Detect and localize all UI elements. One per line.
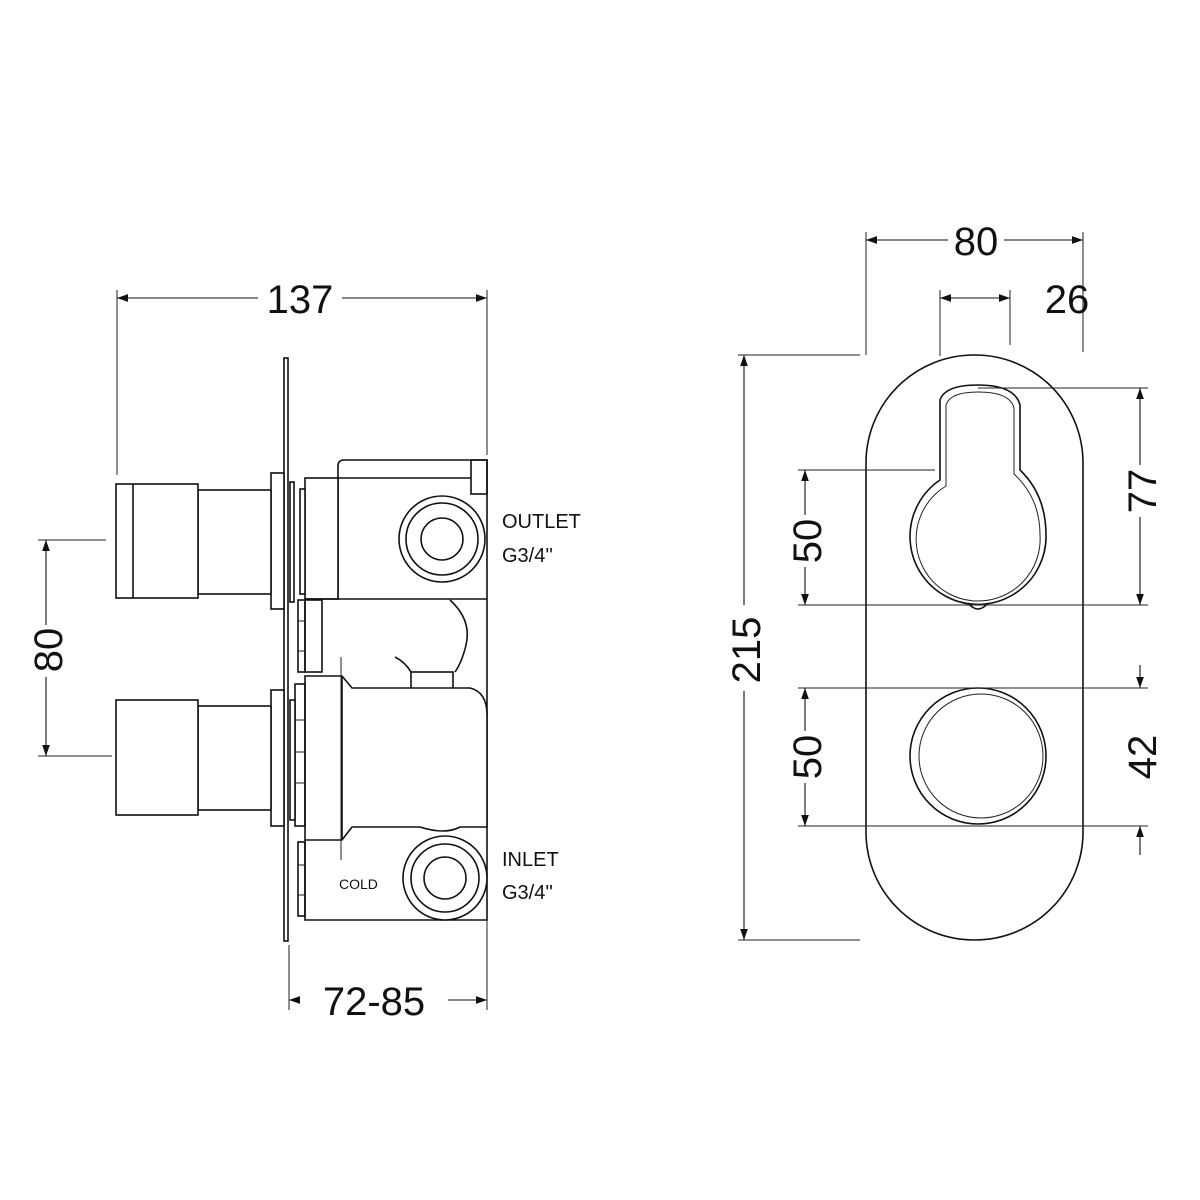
dimension-spindle-spacing: 80 xyxy=(26,539,112,757)
dim-42-label: 42 xyxy=(1121,735,1165,780)
lower-handle-side xyxy=(115,689,296,827)
dim-77-label: 77 xyxy=(1121,469,1165,514)
dimension-plate-width: 80 xyxy=(865,218,1084,355)
inlet-label: INLET xyxy=(502,849,559,871)
dim-137-label: 137 xyxy=(267,278,334,322)
dimension-upper-lever: 77 xyxy=(978,387,1165,605)
dim-80-side-label: 80 xyxy=(27,628,71,673)
outlet-size: G3/4'' xyxy=(502,545,553,567)
dimension-lower-handle: 50 xyxy=(785,687,1148,827)
dimension-lower-knob: 42 xyxy=(1121,665,1165,855)
dimension-depth: 72-85 xyxy=(288,920,488,1024)
dim-26-label: 26 xyxy=(1045,278,1090,322)
front-view: 80 26 215 50 77 xyxy=(722,218,1165,941)
cold-label: COLD xyxy=(339,876,378,892)
dim-50-lower-label: 50 xyxy=(786,735,830,780)
side-view: 137 80 72-85 xyxy=(26,276,581,1024)
dim-50-upper-label: 50 xyxy=(786,519,830,564)
outlet-label: OUTLET xyxy=(502,511,581,533)
valve-housing xyxy=(304,459,488,921)
outlet-port xyxy=(398,495,486,583)
wall-plate-front xyxy=(865,354,1084,941)
dimension-plate-height: 215 xyxy=(722,354,860,941)
upper-handle-side xyxy=(115,472,306,610)
inlet-port xyxy=(402,835,488,921)
upper-lever-handle xyxy=(909,384,1047,610)
lower-knob xyxy=(909,687,1047,825)
dim-215-label: 215 xyxy=(725,617,769,684)
dim-80-front-label: 80 xyxy=(954,220,999,264)
wall-plate-side xyxy=(283,357,289,942)
inlet-size: G3/4'' xyxy=(502,882,553,904)
dimension-upper-handle: 50 xyxy=(785,469,1148,606)
dimension-width-137: 137 xyxy=(116,276,488,475)
dim-72-85-label: 72-85 xyxy=(323,980,425,1024)
dimension-offset: 26 xyxy=(939,278,1090,356)
